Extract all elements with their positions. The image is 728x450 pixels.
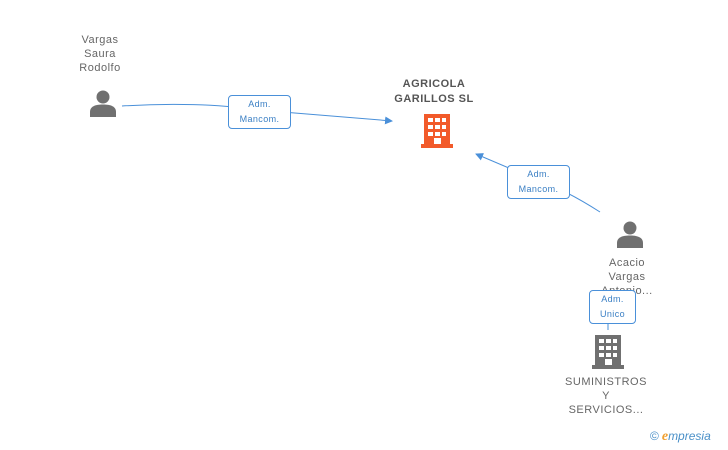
edge-label-vargas-agricola[interactable]: Adm. Mancom. xyxy=(228,95,291,129)
person-icon[interactable] xyxy=(615,219,645,249)
edge-label-acacio-suministros[interactable]: Adm. Unico xyxy=(589,290,636,324)
person-icon[interactable] xyxy=(88,88,118,118)
node-label-vargas[interactable]: Vargas Saura Rodolfo xyxy=(79,34,121,74)
building-icon[interactable] xyxy=(421,114,453,148)
brand-initial: e xyxy=(661,429,669,444)
node-label-agricola[interactable]: AGRICOLA GARILLOS SL xyxy=(394,78,474,105)
copyright-icon: © xyxy=(650,429,659,443)
brand-name: mpresia xyxy=(668,429,711,443)
building-icon[interactable] xyxy=(592,335,624,369)
node-label-suministros[interactable]: SUMINISTROS Y SERVICIOS... xyxy=(565,376,647,416)
empresia-watermark: ©empresia xyxy=(650,429,711,445)
edge-label-acacio-agricola[interactable]: Adm. Mancom. xyxy=(507,165,570,199)
